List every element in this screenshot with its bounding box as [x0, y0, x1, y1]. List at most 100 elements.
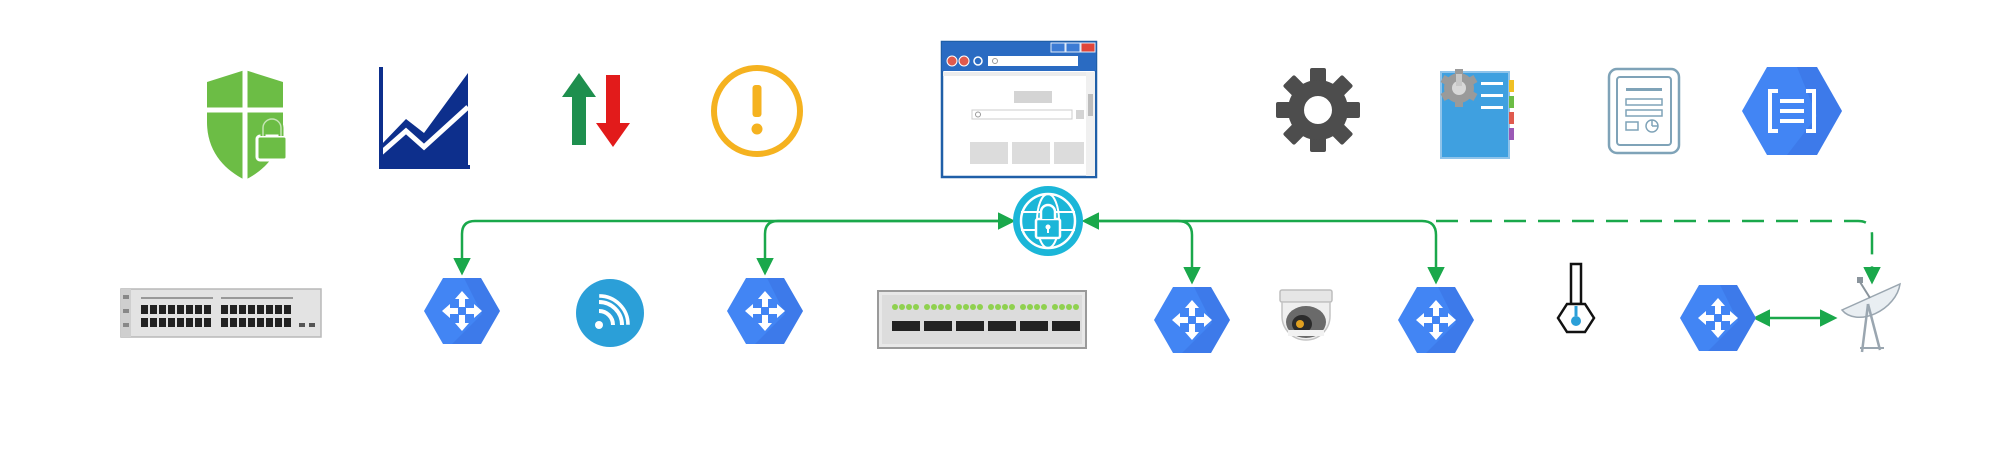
switch-port	[186, 305, 193, 314]
connector-vpn-satellite-dashed	[1436, 219, 1881, 285]
patch-panel-led	[906, 304, 912, 310]
patch-panel-port	[1059, 321, 1066, 331]
patch-panel-led	[1009, 304, 1015, 310]
patch-panel-port	[892, 321, 899, 331]
switch-port	[150, 318, 157, 327]
switch-port	[168, 305, 175, 314]
switch-port	[284, 318, 291, 327]
connector-vpn-router-2	[756, 219, 1012, 276]
switch-port	[248, 318, 255, 327]
patch-panel-port	[1041, 321, 1048, 331]
up-down-arrows-icon	[562, 73, 630, 147]
patch-panel-led	[956, 304, 962, 310]
switch-port	[159, 305, 166, 314]
patch-panel-port	[924, 321, 931, 331]
patch-panel-led	[970, 304, 976, 310]
patch-panel-led	[1027, 304, 1033, 310]
switch-port	[266, 318, 273, 327]
patch-panel-port	[963, 321, 970, 331]
wifi-icon	[576, 279, 644, 347]
patch-panel-port	[995, 321, 1002, 331]
patch-panel-port	[1066, 321, 1073, 331]
patch-panel-led	[899, 304, 905, 310]
switch-port	[284, 305, 291, 314]
switch-port	[257, 318, 264, 327]
patch-panel-port	[1073, 321, 1080, 331]
patch-panel-led	[931, 304, 937, 310]
patch-panel-led	[892, 304, 898, 310]
switch-port	[239, 318, 246, 327]
patch-panel-port	[1034, 321, 1041, 331]
patch-panel-led	[1002, 304, 1008, 310]
switch-port	[204, 318, 211, 327]
patch-panel-port	[913, 321, 920, 331]
browser-window-icon[interactable]	[940, 40, 1098, 179]
switch-port	[239, 305, 246, 314]
shield-lock-icon	[207, 70, 289, 180]
patch-panel-port	[938, 321, 945, 331]
patch-panel-port	[1002, 321, 1009, 331]
patch-panel-led	[913, 304, 919, 310]
switch-port	[248, 305, 255, 314]
patch-panel-led	[1066, 304, 1072, 310]
switch-port	[186, 318, 193, 327]
patch-panel-port	[970, 321, 977, 331]
patch-panel-led	[1073, 304, 1079, 310]
security-camera-icon	[1279, 289, 1333, 341]
switch-port	[195, 305, 202, 314]
connector-vpn-router-4	[1085, 219, 1445, 285]
patch-panel-port	[1009, 321, 1016, 331]
config-document-icon	[1440, 69, 1514, 159]
cloud-dataflow-icon	[1742, 67, 1842, 155]
patch-panel-port	[1020, 321, 1027, 331]
router-3[interactable]	[1154, 287, 1230, 353]
router-5[interactable]	[1680, 285, 1756, 351]
router-1[interactable]	[424, 278, 500, 344]
patch-panel-led	[1059, 304, 1065, 310]
switch-port	[204, 305, 211, 314]
patch-panel-port	[899, 321, 906, 331]
connector-vpn-router-1	[453, 212, 1016, 276]
area-chart-icon	[379, 67, 470, 169]
router-2[interactable]	[727, 278, 803, 344]
satellite-dish-icon	[1840, 277, 1901, 353]
patch-panel-port	[1052, 321, 1059, 331]
switch-port	[150, 305, 157, 314]
patch-panel-led	[988, 304, 994, 310]
connector-vpn-router-3	[1081, 212, 1201, 285]
patch-panel-port	[1027, 321, 1034, 331]
switch-port	[177, 305, 184, 314]
patch-panel-led	[995, 304, 1001, 310]
vpn-globe-lock-icon	[1013, 186, 1083, 256]
patch-panel-led	[1041, 304, 1047, 310]
report-document-icon	[1607, 67, 1681, 155]
alert-icon	[711, 65, 803, 157]
temperature-sensor-icon	[1556, 262, 1596, 334]
patch-panel-port	[956, 321, 963, 331]
patch-panel-led	[945, 304, 951, 310]
switch-port	[221, 318, 228, 327]
connections	[453, 212, 1881, 327]
patch-panel-port	[977, 321, 984, 331]
switch-port	[195, 318, 202, 327]
switch-port	[141, 305, 148, 314]
patch-panel-led	[963, 304, 969, 310]
switch-port	[168, 318, 175, 327]
switch-port	[221, 305, 228, 314]
patch-panel-led	[1020, 304, 1026, 310]
patch-panel[interactable]	[877, 290, 1087, 349]
switch-port	[275, 318, 282, 327]
patch-panel-port	[931, 321, 938, 331]
patch-panel-port	[906, 321, 913, 331]
switch-port	[275, 305, 282, 314]
patch-panel-led	[924, 304, 930, 310]
patch-panel-led	[938, 304, 944, 310]
switch-port	[141, 318, 148, 327]
network-switch-24-port[interactable]	[120, 288, 322, 338]
switch-port	[266, 305, 273, 314]
router-4[interactable]	[1398, 287, 1474, 353]
switch-port	[257, 305, 264, 314]
patch-panel-port	[988, 321, 995, 331]
switch-port	[230, 305, 237, 314]
